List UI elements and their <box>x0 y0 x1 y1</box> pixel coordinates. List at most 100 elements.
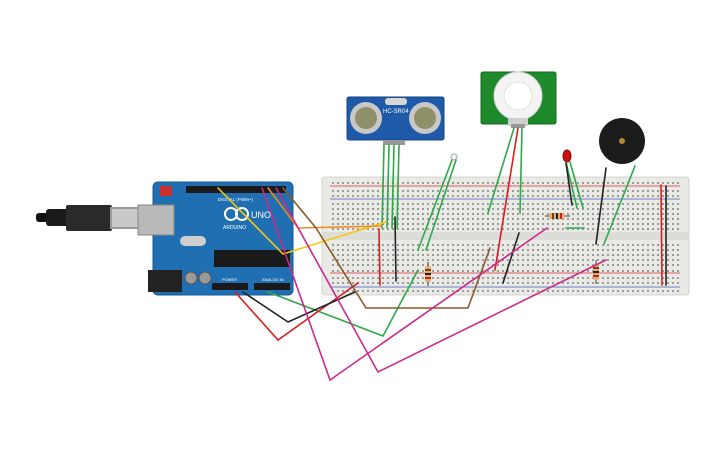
breadboard-hole <box>337 282 339 284</box>
breadboard-hole <box>357 182 359 184</box>
breadboard-hole <box>492 190 494 192</box>
wire-black[interactable] <box>502 232 520 284</box>
wire-green[interactable] <box>569 161 584 209</box>
wire-green[interactable] <box>396 144 400 229</box>
breadboard-hole <box>622 254 624 256</box>
breadboard-hole <box>482 249 484 251</box>
wire-green[interactable] <box>417 159 453 251</box>
breadboard-hole <box>392 264 394 266</box>
breadboard-hole <box>592 195 594 197</box>
breadboard-hole <box>527 228 529 230</box>
breadboard-hole <box>462 228 464 230</box>
arduino-uno[interactable]: UNO ARDUINO DIGITAL (PWM~) POWER ANALOG … <box>137 181 294 296</box>
breadboard-hole <box>527 244 529 246</box>
breadboard-hole <box>677 208 679 210</box>
breadboard-hole <box>477 203 479 205</box>
wire-green[interactable] <box>565 161 578 209</box>
resistor-1[interactable] <box>425 262 431 286</box>
breadboard-hole <box>642 228 644 230</box>
breadboard-hole <box>577 182 579 184</box>
breadboard-hole <box>432 182 434 184</box>
breadboard-hole <box>632 282 634 284</box>
breadboard-hole <box>482 244 484 246</box>
wire-magenta[interactable] <box>275 187 607 374</box>
breadboard-hole <box>442 213 444 215</box>
wire-red[interactable] <box>378 228 381 286</box>
breadboard-hole <box>647 223 649 225</box>
breadboard-hole <box>377 282 379 284</box>
breadboard-hole <box>542 277 544 279</box>
breadboard-hole <box>332 223 334 225</box>
breadboard-hole <box>552 190 554 192</box>
breadboard-hole <box>417 282 419 284</box>
breadboard-hole <box>442 195 444 197</box>
wire-green[interactable] <box>386 144 390 229</box>
breadboard-hole <box>572 270 574 272</box>
breadboard-hole <box>542 190 544 192</box>
wire-green[interactable] <box>519 127 523 214</box>
wire-green[interactable] <box>425 159 457 251</box>
breadboard-hole <box>617 203 619 205</box>
pir-sensor[interactable] <box>480 71 557 128</box>
breadboard-hole <box>672 218 674 220</box>
reset-button[interactable] <box>160 186 172 196</box>
breadboard-hole <box>607 290 609 292</box>
breadboard-hole <box>352 228 354 230</box>
breadboard-hole <box>377 290 379 292</box>
breadboard-hole <box>472 208 474 210</box>
breadboard-hole <box>352 203 354 205</box>
breadboard-hole <box>667 190 669 192</box>
breadboard-hole <box>397 270 399 272</box>
breadboard-hole <box>437 249 439 251</box>
resistor-3[interactable] <box>593 260 599 284</box>
breadboard-hole <box>432 270 434 272</box>
breadboard-hole <box>607 203 609 205</box>
breadboard-hole <box>652 249 654 251</box>
wire-black[interactable] <box>595 167 607 245</box>
usb-cable[interactable] <box>36 205 140 231</box>
breadboard-hole <box>677 277 679 279</box>
ultrasonic-sensor[interactable]: HC-SR04 <box>346 96 445 145</box>
breadboard-hole <box>542 218 544 220</box>
breadboard-hole <box>437 228 439 230</box>
wire-black[interactable] <box>394 216 397 282</box>
wire-yellow[interactable] <box>217 187 387 255</box>
photoresistor[interactable] <box>450 153 458 161</box>
power-header-label: POWER <box>222 277 237 282</box>
breadboard-hole <box>552 195 554 197</box>
breadboard-hole <box>572 213 574 215</box>
wire-green[interactable] <box>391 144 395 229</box>
breadboard-hole <box>607 195 609 197</box>
breadboard-hole <box>642 223 644 225</box>
wire-red[interactable] <box>660 184 663 286</box>
breadboard-hole <box>572 290 574 292</box>
wire-green[interactable] <box>267 269 419 338</box>
breadboard-hole <box>492 259 494 261</box>
wire-red[interactable] <box>494 127 519 271</box>
breadboard-hole <box>372 277 374 279</box>
breadboard-hole <box>547 203 549 205</box>
wire-green[interactable] <box>487 127 515 214</box>
breadboard-hole <box>357 195 359 197</box>
red-led[interactable] <box>562 149 572 163</box>
breadboard-hole <box>502 259 504 261</box>
breadboard-hole <box>467 277 469 279</box>
breadboard-hole <box>587 208 589 210</box>
wire-magenta[interactable] <box>261 187 548 382</box>
breadboard-hole <box>357 213 359 215</box>
resistor-2[interactable] <box>545 213 570 219</box>
piezo-buzzer[interactable] <box>599 118 645 164</box>
wire-green[interactable] <box>381 144 385 229</box>
wire-green[interactable] <box>603 165 636 245</box>
breadboard-hole <box>342 254 344 256</box>
wire-brown[interactable] <box>282 187 491 309</box>
breadboard-hole <box>482 259 484 261</box>
breadboard-hole <box>342 277 344 279</box>
breadboard-hole <box>462 259 464 261</box>
breadboard-hole <box>537 190 539 192</box>
wire-black[interactable] <box>242 291 356 323</box>
wire-black[interactable] <box>565 162 573 206</box>
breadboard-hole <box>642 208 644 210</box>
breadboard-hole <box>577 264 579 266</box>
